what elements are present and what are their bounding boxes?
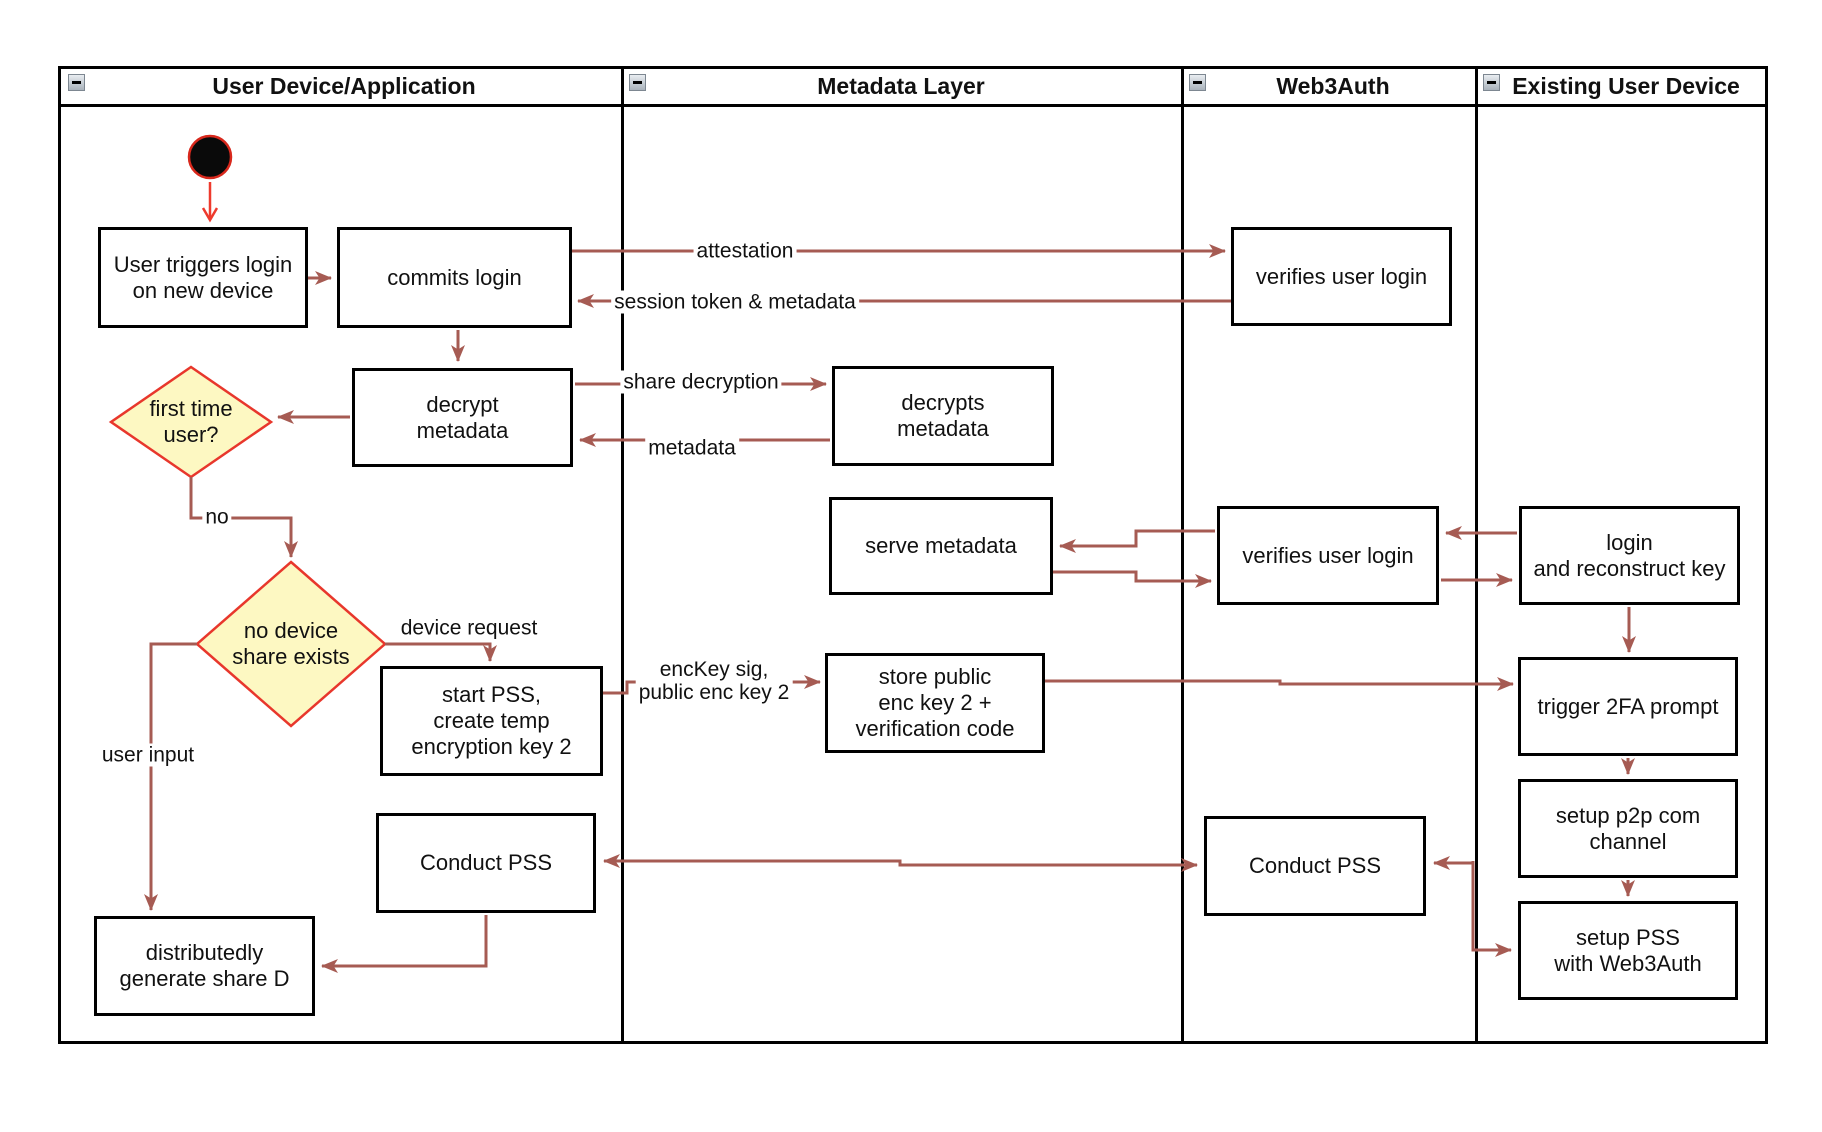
edge-store-to-2fa [1045,677,1514,691]
edge-user-input [144,642,197,911]
edge-label-enckey: encKey sig, public enc key 2 [635,658,793,704]
node-trigger-2fa[interactable]: trigger 2FA prompt [1518,657,1738,756]
edge-serve-to-verifies2 [1053,570,1212,588]
node-user-triggers-login[interactable]: User triggers login on new device [98,227,308,328]
node-store-public-enc-key[interactable]: store public enc key 2 + verification co… [825,653,1045,753]
node-login-reconstruct-key[interactable]: login and reconstruct key [1519,506,1740,605]
node-conduct-pss-1[interactable]: Conduct PSS [376,813,596,913]
edge-label-device-request: device request [400,616,538,640]
lane-divider-3 [1475,66,1478,1044]
edge-into-setup-pss [1471,861,1512,957]
node-setup-p2p[interactable]: setup p2p com channel [1518,779,1738,878]
decision-label-no-device-share: no device share exists [232,618,350,669]
node-serve-metadata[interactable]: serve metadata [829,497,1053,595]
node-conduct-pss-2[interactable]: Conduct PSS [1204,816,1426,916]
edge-conduct-to-distributedly [321,915,488,973]
edge-verifies2-to-serve [1059,529,1215,553]
collapse-icon[interactable] [629,74,646,91]
header-divider [58,104,1768,107]
initial-state-node[interactable] [187,134,233,180]
collapse-icon[interactable] [68,74,85,91]
node-distributedly-generate[interactable]: distributedly generate share D [94,916,315,1016]
edge-no [189,477,298,558]
decision-label-first-time-user: first time user? [149,396,233,447]
lane-divider-1 [621,66,624,1044]
edge-label-metadata: metadata [645,436,739,460]
lane-divider-2 [1181,66,1184,1044]
node-verifies-user-login-2[interactable]: verifies user login [1217,506,1439,605]
node-setup-pss[interactable]: setup PSS with Web3Auth [1518,901,1738,1000]
edge-label-session-token: session token & metadata [611,290,859,314]
collapse-icon[interactable] [1189,74,1206,91]
lane-title-web3auth: Web3Auth [1276,72,1390,99]
lane-title-existing-user-device: Existing User Device [1512,72,1740,99]
node-commits-login[interactable]: commits login [337,227,572,328]
edge-device-request [385,642,497,662]
edge-conduct-conduct [603,854,1198,872]
edge-label-share-decryption: share decryption [620,370,782,394]
edge-label-user-input: user input [98,743,198,767]
collapse-icon[interactable] [1483,74,1500,91]
node-decrypt-metadata[interactable]: decrypt metadata [352,368,573,467]
decision-no-device-share[interactable] [195,560,387,728]
node-start-pss[interactable]: start PSS, create temp encryption key 2 [380,666,603,776]
lane-title-metadata-layer: Metadata Layer [817,72,985,99]
edge-label-attestation: attestation [693,239,797,263]
node-decrypts-metadata[interactable]: decrypts metadata [832,366,1054,466]
lane-title-user-device: User Device/Application [212,72,476,99]
node-verifies-user-login-1[interactable]: verifies user login [1231,227,1452,326]
edge-label-no: no [202,505,232,529]
